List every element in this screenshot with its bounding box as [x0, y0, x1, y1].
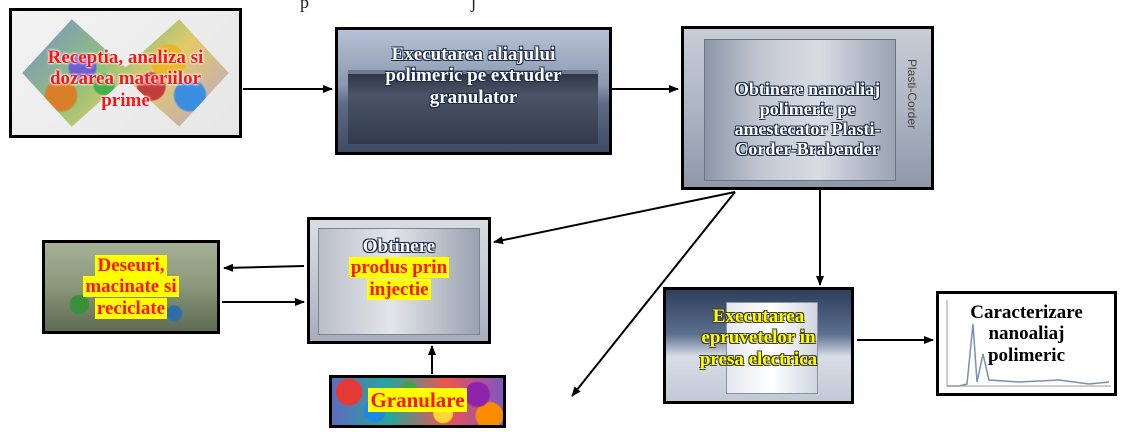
- arrow-nanoaliaj-to-granulare: [571, 191, 736, 397]
- injectie-label-line-2: produs prin: [348, 257, 450, 279]
- nanoaliaj-label-line-1: Obtinere nanoaliaj: [734, 79, 881, 99]
- aliaj-label-line-2: polimeric pe extruder: [385, 65, 562, 87]
- node-receptie: Receptia, analiza si dozarea materiilor …: [9, 8, 242, 138]
- epruvete-label-line-2: epruvetelor in: [701, 327, 816, 349]
- node-nanoaliaj: Plasti-Corder Obtinere nanoaliaj polimer…: [681, 26, 934, 190]
- receptie-label-line-3: prime: [101, 89, 150, 111]
- aliaj-label-line-3: granulator: [429, 86, 518, 108]
- press-image: [726, 302, 818, 394]
- caracterizare-label: Caracterizare nanoaliaj polimeric: [939, 302, 1114, 366]
- deseuri-label-line-1: Deseuri,: [95, 255, 167, 276]
- injectie-label: Obtinere produs prin injectie: [310, 236, 488, 300]
- epruvete-label-line-1: Executarea: [712, 306, 805, 327]
- aliaj-label-line-1: Executarea aliajului: [391, 44, 556, 65]
- epruvete-label-line-3: presa electrica: [699, 348, 818, 370]
- nanoaliaj-label: Obtinere nanoaliaj polimeric pe amesteca…: [684, 79, 931, 160]
- aliaj-label: Executarea aliajului polimeric pe extrud…: [338, 44, 609, 108]
- deseuri-label-line-3: reciclate: [94, 297, 168, 319]
- top-text-fragment: p j: [300, 0, 477, 12]
- caracterizare-label-line-2: nanoaliaj: [988, 323, 1065, 345]
- receptie-label-line-1: Receptia, analiza si: [47, 47, 204, 68]
- node-epruvete: Executarea epruvetelor in presa electric…: [663, 287, 854, 404]
- nanoaliaj-label-line-4: Corder-Brabender: [735, 139, 880, 160]
- extruder-image: [348, 70, 598, 144]
- granulare-label-line-1: Granulare: [368, 388, 467, 412]
- plasticorder-image: [704, 39, 896, 181]
- epruvete-label: Executarea epruvetelor in presa electric…: [666, 306, 851, 370]
- injectie-label-line-1: Obtinere: [362, 236, 436, 257]
- nanoaliaj-label-line-3: amestecator Plasti-: [734, 119, 881, 140]
- granulare-label: Granulare: [332, 388, 503, 413]
- node-deseuri: Deseuri, macinate si reciclate: [42, 240, 220, 334]
- node-caracterizare: Caracterizare nanoaliaj polimeric: [936, 291, 1117, 396]
- deseuri-label: Deseuri, macinate si reciclate: [45, 255, 217, 319]
- spectrum-chart-image: [946, 300, 1111, 387]
- injectie-label-line-3: injectie: [367, 278, 431, 300]
- receptie-label-line-2: dozarea materiilor: [49, 68, 202, 90]
- deseuri-label-line-2: macinate si: [83, 276, 179, 298]
- receptie-label: Receptia, analiza si dozarea materiilor …: [12, 47, 239, 111]
- node-injectie: Obtinere produs prin injectie: [307, 217, 491, 344]
- nanoaliaj-label-line-2: polimeric pe: [759, 99, 856, 120]
- arrow-injectie-to-deseuri: [223, 263, 305, 272]
- node-aliaj: Executarea aliajului polimeric pe extrud…: [335, 27, 612, 155]
- node-granulare: Granulare: [329, 375, 506, 428]
- plasticorder-brand-text: Plasti-Corder: [905, 59, 919, 130]
- caracterizare-label-line-3: polimeric: [987, 344, 1066, 366]
- caracterizare-label-line-1: Caracterizare: [970, 302, 1083, 323]
- arrow-nanoaliaj-to-injectie: [493, 191, 736, 245]
